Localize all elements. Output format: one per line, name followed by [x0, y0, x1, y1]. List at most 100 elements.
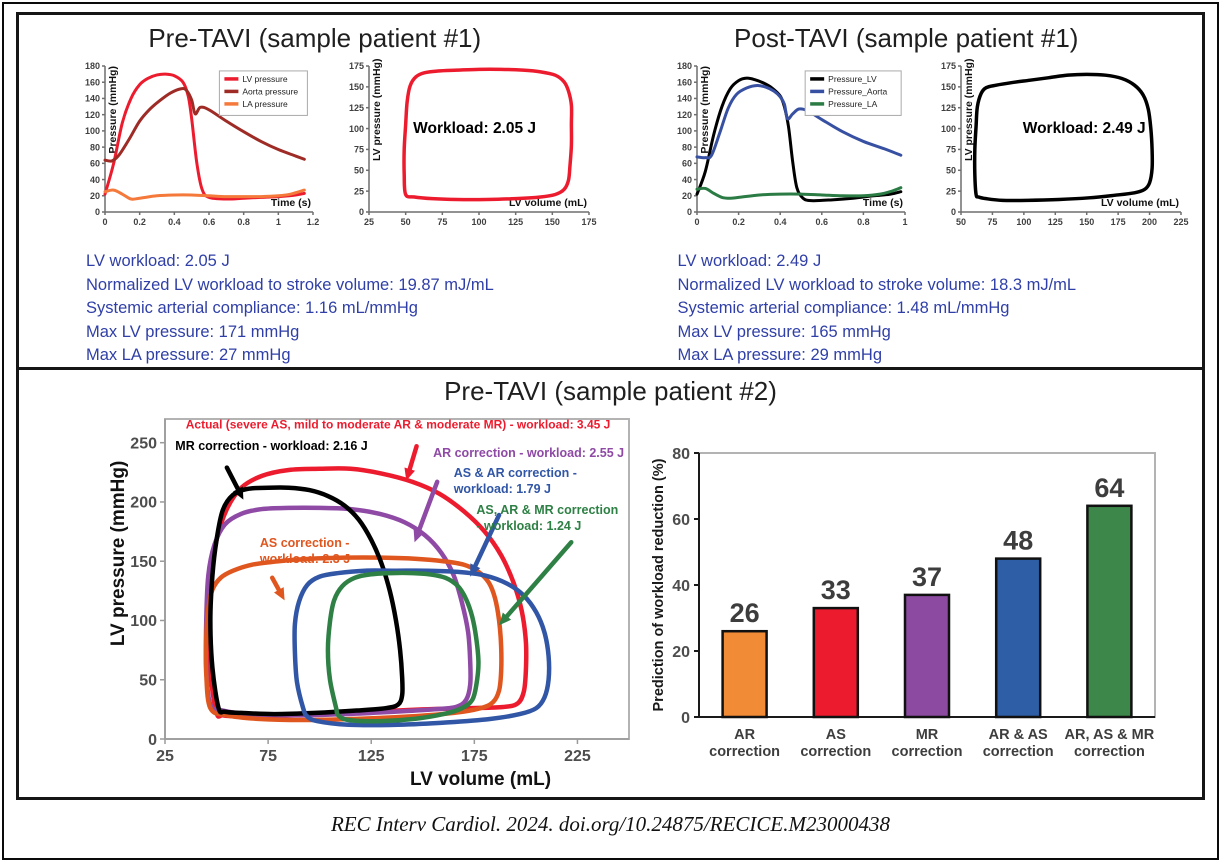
- svg-text:correction: correction: [983, 744, 1054, 760]
- stat-line: Normalized LV workload to stroke volume:…: [86, 275, 494, 294]
- svg-text:25: 25: [354, 186, 364, 196]
- stat-line: Systemic arterial compliance: 1.48 mL/mm…: [677, 299, 1010, 317]
- svg-text:0.6: 0.6: [203, 217, 216, 227]
- svg-text:0: 0: [148, 732, 157, 749]
- post-tavi-title: Post-TAVI (sample patient #1): [734, 23, 1079, 53]
- svg-text:75: 75: [437, 217, 447, 227]
- svg-text:Workload: 2.49 J: Workload: 2.49 J: [1022, 120, 1145, 137]
- svg-text:60: 60: [90, 159, 100, 169]
- svg-text:50: 50: [401, 217, 411, 227]
- patient2-title: Pre-TAVI (sample patient #2): [444, 376, 777, 406]
- svg-text:60: 60: [681, 159, 691, 169]
- svg-text:75: 75: [987, 217, 997, 227]
- stat-line: LV workload: 2.49 J: [677, 252, 822, 270]
- svg-text:80: 80: [90, 142, 100, 152]
- svg-text:workload: 1.79 J: workload: 1.79 J: [453, 482, 551, 496]
- svg-text:100: 100: [349, 124, 364, 134]
- svg-text:120: 120: [676, 110, 691, 120]
- svg-text:correction: correction: [892, 744, 963, 760]
- stat-line: Systemic arterial compliance: 1.16 mL/mm…: [86, 299, 418, 317]
- svg-text:40: 40: [681, 175, 691, 185]
- svg-text:correction: correction: [709, 744, 780, 760]
- svg-text:1: 1: [276, 217, 281, 227]
- svg-text:AS: AS: [826, 727, 846, 743]
- svg-text:200: 200: [130, 495, 157, 512]
- stat-line: LV workload: 2.05 J: [86, 252, 230, 270]
- svg-text:LV volume (mL): LV volume (mL): [1101, 197, 1179, 209]
- svg-text:150: 150: [349, 82, 364, 92]
- stat-line: Normalized LV workload to stroke volume:…: [677, 275, 1077, 294]
- svg-text:Workload: 2.05 J: Workload: 2.05 J: [413, 120, 536, 137]
- svg-text:AS correction -: AS correction -: [260, 536, 350, 550]
- svg-text:LV pressure (mmHg): LV pressure (mmHg): [963, 59, 975, 162]
- svg-text:0: 0: [694, 217, 699, 227]
- svg-text:160: 160: [676, 77, 691, 87]
- svg-text:LV volume (mL): LV volume (mL): [410, 769, 551, 790]
- svg-text:0: 0: [95, 207, 100, 217]
- svg-text:250: 250: [130, 435, 157, 452]
- svg-text:100: 100: [471, 217, 486, 227]
- svg-text:150: 150: [1079, 217, 1094, 227]
- svg-text:225: 225: [564, 748, 591, 765]
- svg-text:20: 20: [672, 644, 690, 661]
- svg-text:20: 20: [90, 191, 100, 201]
- svg-text:80: 80: [681, 142, 691, 152]
- svg-text:150: 150: [545, 217, 560, 227]
- post-tavi-stats-block: LV workload: 2.49 J Normalized LV worklo…: [678, 250, 1203, 368]
- svg-text:180: 180: [85, 61, 100, 71]
- svg-text:33: 33: [821, 575, 851, 605]
- svg-text:MR correction - workload: 2.16: MR correction - workload: 2.16 J: [175, 439, 367, 453]
- svg-text:0.2: 0.2: [732, 217, 745, 227]
- pre-tavi-stats-block: LV workload: 2.05 J Normalized LV worklo…: [86, 250, 611, 368]
- svg-text:140: 140: [676, 94, 691, 104]
- svg-text:MR: MR: [916, 727, 939, 743]
- svg-text:0: 0: [950, 207, 955, 217]
- svg-text:LA pressure: LA pressure: [242, 99, 288, 109]
- svg-text:175: 175: [349, 61, 364, 71]
- stat-line: Max LA pressure: 27 mmHg: [86, 346, 291, 364]
- svg-text:0.4: 0.4: [773, 217, 786, 227]
- svg-text:AR, AS & MR: AR, AS & MR: [1065, 727, 1155, 743]
- svg-text:50: 50: [955, 217, 965, 227]
- svg-text:0.6: 0.6: [815, 217, 828, 227]
- svg-text:Time (s): Time (s): [862, 197, 902, 209]
- svg-text:175: 175: [461, 748, 488, 765]
- svg-text:100: 100: [85, 126, 100, 136]
- svg-text:150: 150: [940, 82, 955, 92]
- svg-text:75: 75: [259, 748, 277, 765]
- stat-line: Max LV pressure: 165 mmHg: [677, 322, 891, 341]
- svg-text:25: 25: [156, 748, 174, 765]
- svg-text:40: 40: [672, 578, 690, 595]
- stat-line: Max LV pressure: 171 mmHg: [86, 322, 300, 341]
- svg-text:0: 0: [681, 710, 690, 727]
- svg-text:125: 125: [349, 103, 364, 113]
- svg-text:workload: 2.3 J: workload: 2.3 J: [259, 552, 350, 566]
- svg-text:correction: correction: [1074, 744, 1145, 760]
- svg-text:1: 1: [902, 217, 907, 227]
- svg-text:140: 140: [85, 94, 100, 104]
- svg-text:26: 26: [730, 598, 760, 628]
- svg-text:175: 175: [940, 61, 955, 71]
- svg-text:Pressure_Aorta: Pressure_Aorta: [828, 86, 887, 96]
- svg-text:Time (s): Time (s): [271, 197, 311, 209]
- svg-text:25: 25: [364, 217, 374, 227]
- svg-text:150: 150: [130, 554, 157, 571]
- svg-text:AR & AS: AR & AS: [989, 727, 1048, 743]
- svg-text:125: 125: [508, 217, 523, 227]
- svg-text:100: 100: [676, 126, 691, 136]
- svg-text:100: 100: [940, 124, 955, 134]
- svg-text:Pressure (mmHg): Pressure (mmHg): [107, 66, 119, 154]
- svg-text:correction: correction: [800, 744, 871, 760]
- svg-text:Actual (severe AS, mild to mod: Actual (severe AS, mild to moderate AR &…: [186, 417, 611, 431]
- svg-text:0: 0: [359, 207, 364, 217]
- svg-text:AS, AR & MR correction: AS, AR & MR correction: [476, 503, 618, 517]
- svg-text:64: 64: [1094, 473, 1124, 503]
- svg-text:AS & AR correction -: AS & AR correction -: [454, 466, 577, 480]
